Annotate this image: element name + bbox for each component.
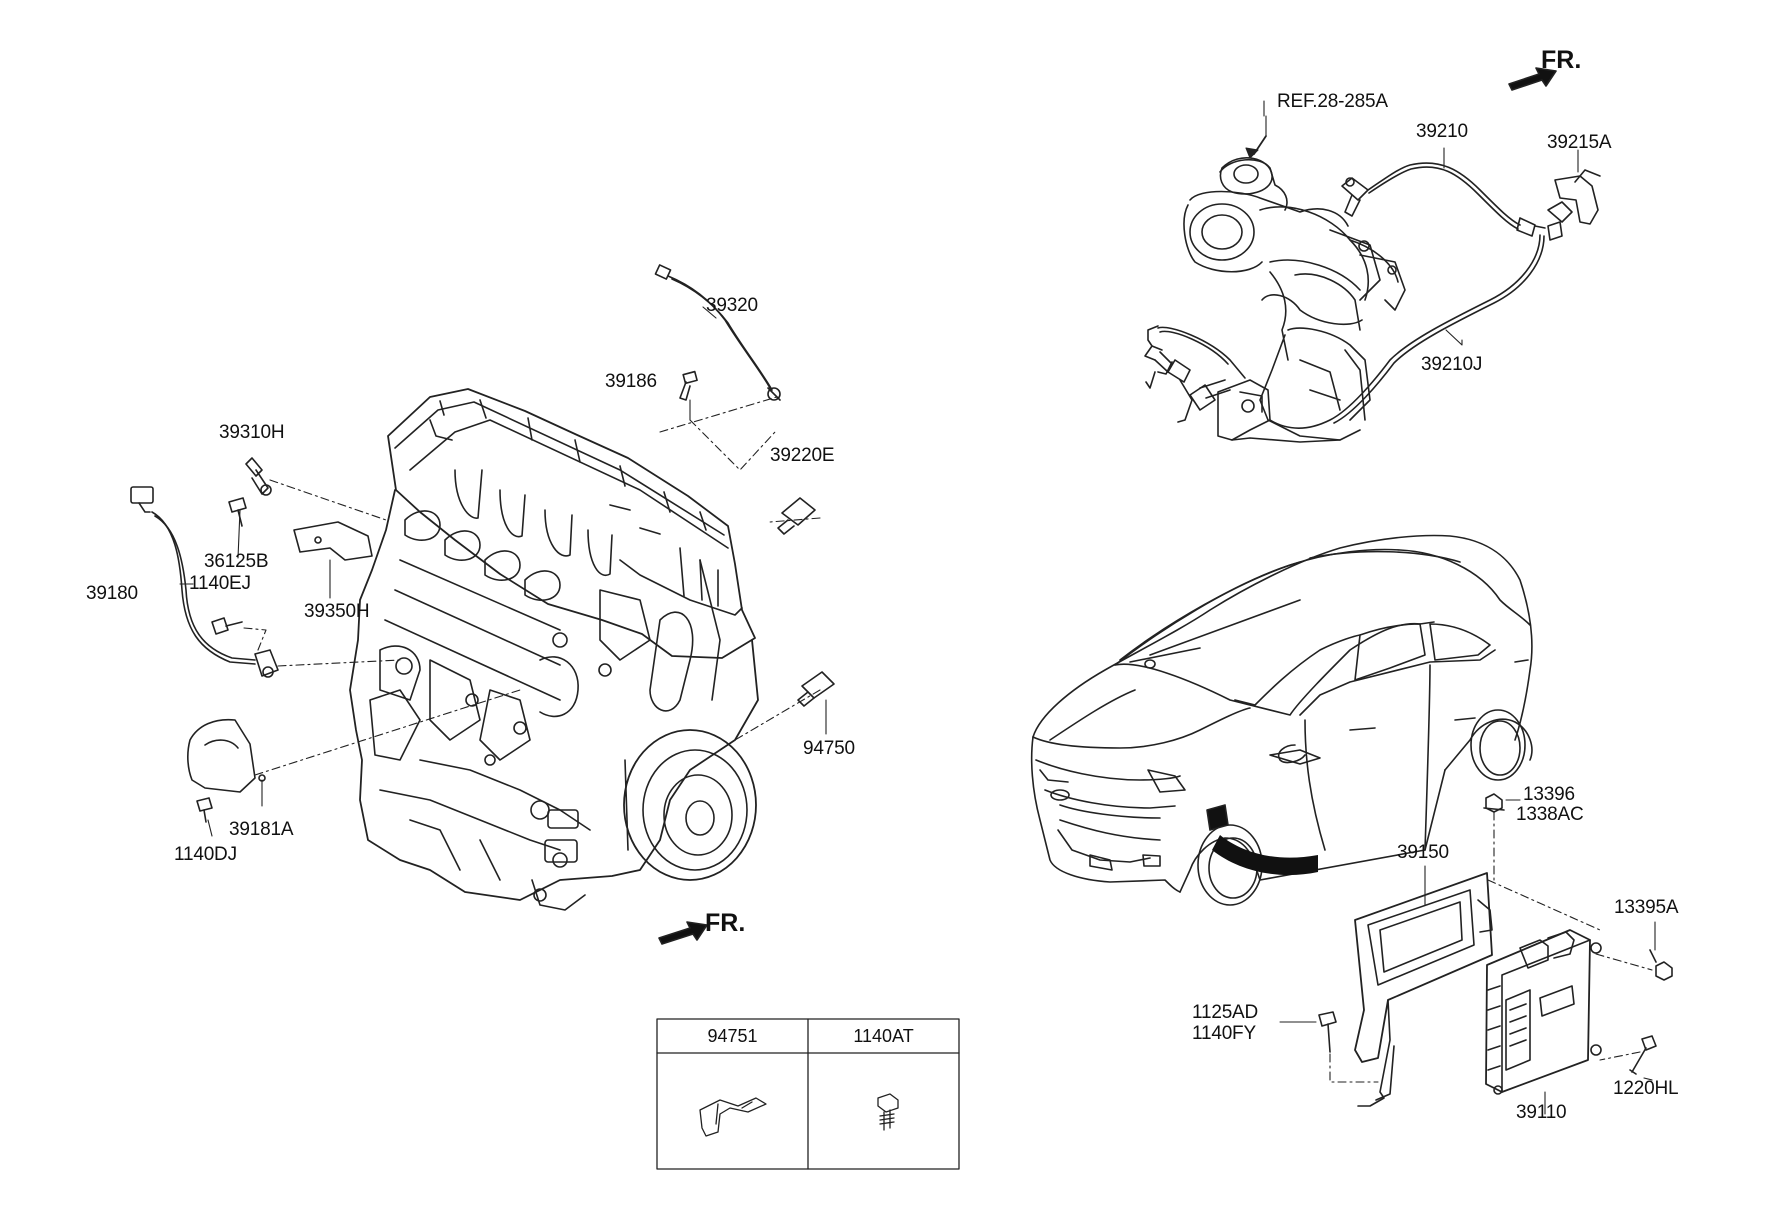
label-13396: 13396 xyxy=(1523,784,1575,805)
knock-sensor-harness-39320 xyxy=(654,264,781,401)
label-39320: 39320 xyxy=(706,295,758,316)
label-39310H: 39310H xyxy=(219,422,285,443)
label-39350H: 39350H xyxy=(304,601,370,622)
bolt-36125B xyxy=(228,497,247,527)
sensor-39186 xyxy=(679,370,698,401)
front-label-engine: FR. xyxy=(705,909,746,937)
ecu-assembly xyxy=(1318,793,1673,1107)
bolt-1140EJ xyxy=(211,617,243,635)
label-94750: 94750 xyxy=(803,738,855,759)
ecu-leader-lines xyxy=(1279,799,1656,1115)
label-1140FY: 1140FY xyxy=(1192,1023,1256,1044)
crank-sensor-harness-39180 xyxy=(130,486,279,678)
label-13395A: 13395A xyxy=(1614,897,1679,918)
label-36125B: 36125B xyxy=(204,551,269,572)
front-arrow-engine xyxy=(658,921,708,945)
bracket-39350H xyxy=(293,521,373,561)
label-39186: 39186 xyxy=(605,371,657,392)
label-1220HL: 1220HL xyxy=(1613,1078,1679,1099)
parts-table xyxy=(656,1018,960,1170)
oil-pressure-switch-94750 xyxy=(797,671,835,707)
front-label-exhaust: FR. xyxy=(1541,46,1582,74)
label-39180: 39180 xyxy=(86,583,138,604)
heat-shield-39181A xyxy=(187,718,266,793)
label-1140EJ: 1140EJ xyxy=(189,573,251,594)
label-39215A: 39215A xyxy=(1547,132,1612,153)
exhaust-manifold-assembly xyxy=(1144,157,1601,443)
engine-leader-lines xyxy=(179,306,827,837)
exhaust-leader-lines xyxy=(1245,100,1579,346)
label-1140DJ: 1140DJ xyxy=(174,844,237,865)
bolt-1140DJ xyxy=(196,797,213,823)
engine-assembly xyxy=(349,388,759,911)
label-39181A: 39181A xyxy=(229,819,294,840)
cam-sensor-39310H xyxy=(245,457,272,496)
table-header-94751: 94751 xyxy=(707,1026,758,1046)
label-39150: 39150 xyxy=(1397,842,1449,863)
table-header-1140AT: 1140AT xyxy=(853,1026,914,1046)
sensor-39220E xyxy=(777,497,816,535)
label-39210J: 39210J xyxy=(1421,354,1483,375)
label-39110: 39110 xyxy=(1516,1102,1567,1123)
front-arrow-exhaust xyxy=(1508,67,1557,91)
label-39220E: 39220E xyxy=(770,445,835,466)
label-ref-28-285A: REF.28-285A xyxy=(1277,91,1388,112)
label-39210: 39210 xyxy=(1416,121,1468,142)
label-1125AD: 1125AD xyxy=(1192,1002,1259,1023)
label-1338AC: 1338AC xyxy=(1516,804,1584,825)
vehicle-illustration xyxy=(1030,534,1533,906)
